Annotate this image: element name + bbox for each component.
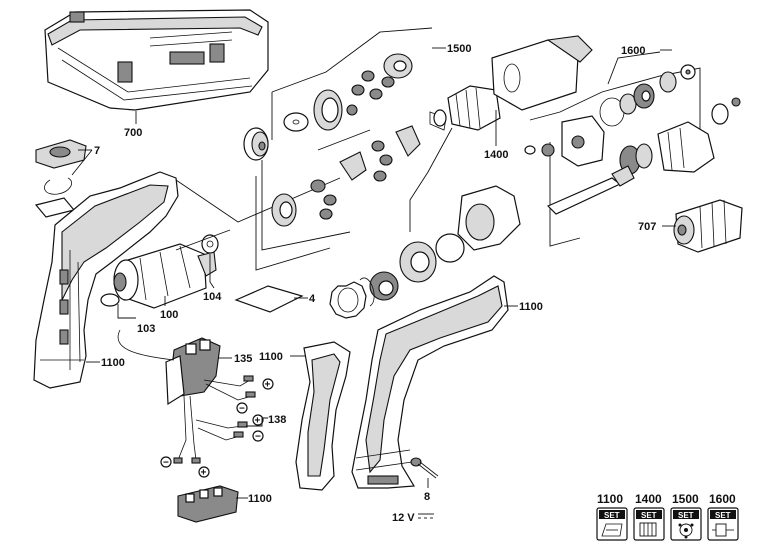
plus-terminal-icon: + — [262, 378, 274, 391]
callout-138: 138 — [268, 414, 286, 426]
gear-housing-set-group — [359, 35, 593, 307]
callout-1600: 1600 — [621, 45, 645, 57]
callout-1100-grip: 1100 — [259, 351, 283, 363]
plus-terminal-icon: + — [252, 414, 264, 427]
svg-text:+: + — [201, 468, 207, 479]
drill-chuck-part — [673, 199, 743, 253]
callout-700: 700 — [124, 127, 142, 139]
callout-7: 7 — [94, 145, 100, 157]
svg-text:−: − — [239, 404, 245, 415]
set-legend: 1100 SET 1400 SET 1500 SET — [596, 492, 739, 541]
svg-text:1100: 1100 — [597, 492, 623, 506]
svg-text:1600: 1600 — [709, 492, 736, 506]
planetary-gear-set-icon — [678, 523, 694, 539]
plus-terminal-icon: + — [198, 466, 210, 479]
motor-part — [100, 243, 217, 309]
callout-135: 135 — [234, 353, 252, 365]
callout-1500: 1500 — [447, 43, 471, 55]
wire-harness-part — [117, 329, 256, 464]
carrying-case-part — [44, 9, 269, 111]
svg-text:1400: 1400 — [635, 492, 662, 506]
spindle-set-icon — [712, 523, 734, 537]
voltage-label: 12 V — [392, 512, 434, 524]
svg-text:12 V: 12 V — [392, 512, 415, 524]
gear-ring-set-icon — [639, 522, 657, 537]
svg-text:1500: 1500 — [672, 492, 699, 506]
svg-text:SET: SET — [678, 511, 694, 520]
housing-screw-part — [410, 457, 439, 479]
right-housing-part — [351, 275, 509, 489]
svg-text:+: + — [255, 416, 261, 427]
callout-4: 4 — [309, 293, 316, 305]
callout-1100-bottom: 1100 — [248, 493, 272, 505]
callout-100: 100 — [160, 309, 178, 321]
set-item-1100: 1100 SET — [596, 492, 628, 541]
callout-1100-left: 1100 — [101, 357, 125, 369]
set-item-1600: 1600 SET — [707, 492, 739, 541]
minus-terminal-icon: − — [160, 456, 172, 469]
set-item-1500: 1500 SET — [670, 492, 702, 541]
svg-text:−: − — [163, 458, 169, 469]
callout-707: 707 — [638, 221, 656, 233]
switch-plate-part — [34, 139, 87, 218]
minus-terminal-icon: − — [236, 402, 248, 415]
callout-1100-right: 1100 — [519, 301, 543, 313]
minus-terminal-icon: − — [252, 430, 264, 443]
rating-label-part — [234, 285, 304, 313]
grip-cover-part — [295, 341, 351, 491]
planetary-gear-set-group — [243, 27, 433, 271]
trigger-switch-part — [165, 337, 221, 406]
left-housing-part — [33, 171, 179, 389]
callout-103: 103 — [137, 323, 155, 335]
gasket-ring-part — [329, 281, 367, 319]
battery-contact-part — [177, 485, 239, 523]
svg-text:+: + — [265, 380, 271, 391]
svg-text:SET: SET — [641, 511, 657, 520]
set-item-1400: 1400 SET — [633, 492, 665, 541]
svg-text:SET: SET — [715, 511, 731, 520]
motor-washer-part — [201, 234, 219, 254]
callout-104: 104 — [203, 291, 222, 303]
svg-text:−: − — [255, 432, 261, 443]
housing-set-icon — [601, 523, 623, 537]
callout-1400: 1400 — [484, 149, 508, 161]
svg-text:SET: SET — [604, 511, 620, 520]
callout-8: 8 — [424, 491, 430, 503]
spindle-set-group — [524, 51, 741, 247]
